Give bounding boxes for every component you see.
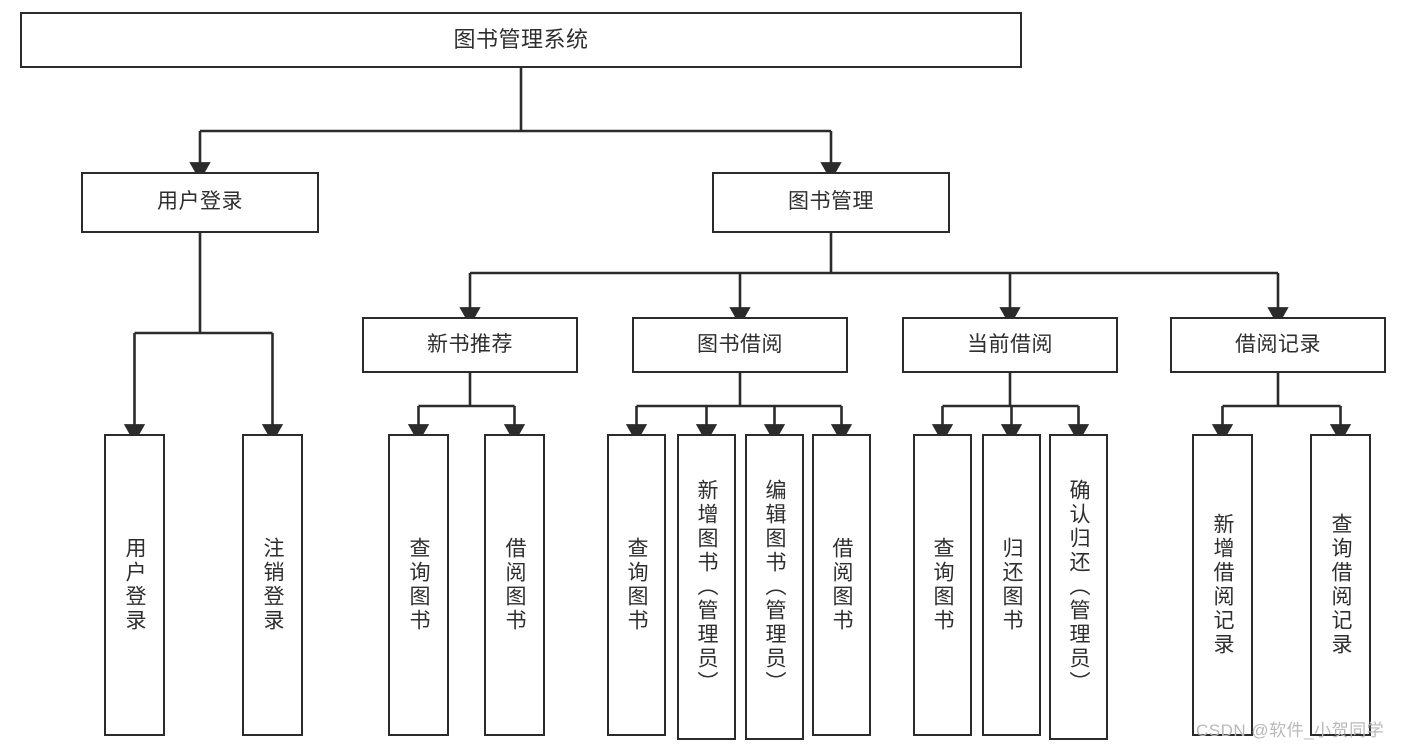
node-label: 用户登录 — [157, 190, 243, 214]
node-label: 查询图书 — [407, 537, 430, 633]
node-current-borrow[interactable]: 当前借阅 — [902, 317, 1118, 373]
node-label: 当前借阅 — [967, 332, 1053, 356]
node-label: 借阅图书 — [830, 537, 853, 633]
node-leaf-add-book-admin[interactable]: 新增图书（管理员） — [677, 434, 736, 740]
node-leaf-logout[interactable]: 注销登录 — [242, 434, 303, 736]
node-label: 编辑图书（管理员） — [763, 479, 786, 695]
node-label: 借阅记录 — [1235, 332, 1321, 356]
node-leaf-query-book-2[interactable]: 查询图书 — [607, 434, 666, 736]
node-label: 用户登录 — [123, 537, 146, 633]
node-label: 新增图书（管理员） — [695, 479, 718, 695]
node-label: 注销登录 — [261, 537, 284, 633]
node-label: 查询图书 — [931, 537, 954, 633]
node-label: 新书推荐 — [427, 332, 513, 356]
node-leaf-borrow-book-2[interactable]: 借阅图书 — [812, 434, 871, 736]
node-leaf-confirm-return-admin[interactable]: 确认归还（管理员） — [1049, 434, 1108, 740]
node-label: 查询借阅记录 — [1329, 513, 1352, 657]
node-label: 归还图书 — [1000, 537, 1023, 633]
node-user-login[interactable]: 用户登录 — [81, 172, 319, 233]
node-label: 查询图书 — [625, 537, 648, 633]
node-leaf-query-book-3[interactable]: 查询图书 — [913, 434, 972, 736]
node-leaf-return-book[interactable]: 归还图书 — [982, 434, 1041, 736]
node-new-book-rec[interactable]: 新书推荐 — [362, 317, 578, 373]
node-label: 图书借阅 — [697, 332, 783, 356]
node-borrow-record[interactable]: 借阅记录 — [1170, 317, 1386, 373]
node-label: 借阅图书 — [503, 537, 526, 633]
node-label: 图书管理 — [788, 190, 874, 214]
node-label: 确认归还（管理员） — [1067, 479, 1090, 695]
node-leaf-query-book-1[interactable]: 查询图书 — [388, 434, 449, 736]
connector-lines — [123, 68, 1352, 443]
node-book-manage[interactable]: 图书管理 — [712, 172, 950, 233]
node-leaf-add-record[interactable]: 新增借阅记录 — [1192, 434, 1253, 736]
node-leaf-query-record[interactable]: 查询借阅记录 — [1310, 434, 1371, 736]
node-leaf-user-login[interactable]: 用户登录 — [104, 434, 165, 736]
node-root[interactable]: 图书管理系统 — [20, 12, 1022, 68]
node-label: 新增借阅记录 — [1211, 513, 1234, 657]
node-leaf-borrow-book-1[interactable]: 借阅图书 — [484, 434, 545, 736]
node-leaf-edit-book-admin[interactable]: 编辑图书（管理员） — [745, 434, 804, 740]
node-book-borrow[interactable]: 图书借阅 — [632, 317, 848, 373]
node-label: 图书管理系统 — [453, 27, 589, 53]
